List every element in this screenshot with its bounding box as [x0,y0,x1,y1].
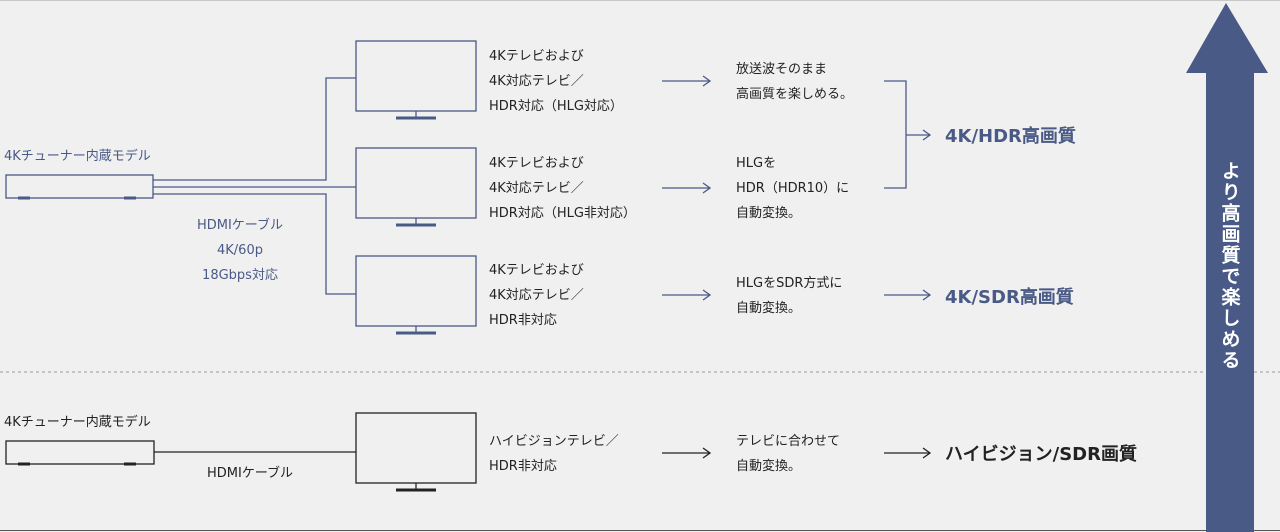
quality-up-arrow [1186,3,1268,532]
result-4k-hdr: 4K/HDR高画質 [945,126,1076,147]
process-text-2: HLGを HDR（HDR10）に 自動変換。 [736,156,850,221]
quality-arrow-label: より高画質で楽しめる [1218,161,1241,371]
process-text-4: テレビに合わせて 自動変換。 [736,434,841,474]
tv-description-2: 4Kテレビおよび 4K対応テレビ／ HDR対応（HLG非対応） [489,156,636,221]
tv-description-3: 4Kテレビおよび 4K対応テレビ／ HDR非対応 [489,263,584,328]
tv-monitor-4 [355,412,477,492]
hdmi-cable-label-bottom: HDMIケーブル [207,466,294,481]
tuner-model-label-top: 4Kチューナー内蔵モデル [4,149,151,164]
arrow-sdr [884,289,932,301]
bracket-hdr [884,80,932,189]
result-hv-sdr: ハイビジョン/SDR画質 [945,444,1137,465]
process-text-3: HLGをSDR方式に 自動変換。 [736,276,843,316]
tuner-model-label-bottom: 4Kチューナー内蔵モデル [4,415,151,430]
tv-monitor-3 [355,255,477,335]
arrows-bottom [662,447,932,459]
process-text-1: 放送波そのまま 高画質を楽しめる。 [736,62,854,102]
hdmi-cable-label-top: HDMIケーブル 4K/60p 18Gbps対応 [196,218,284,283]
hdmi-cables-top [153,77,356,295]
tv-monitor-2 [355,147,477,227]
tv-description-4: ハイビジョンテレビ／ HDR非対応 [489,434,619,474]
result-4k-sdr: 4K/SDR高画質 [945,287,1074,308]
arrows-tv-to-process [662,75,712,301]
tuner-device-top [5,174,154,200]
tuner-device-bottom [5,440,155,466]
tv-description-1: 4Kテレビおよび 4K対応テレビ／ HDR対応（HLG対応） [489,49,623,114]
tv-monitor-1 [355,40,477,120]
